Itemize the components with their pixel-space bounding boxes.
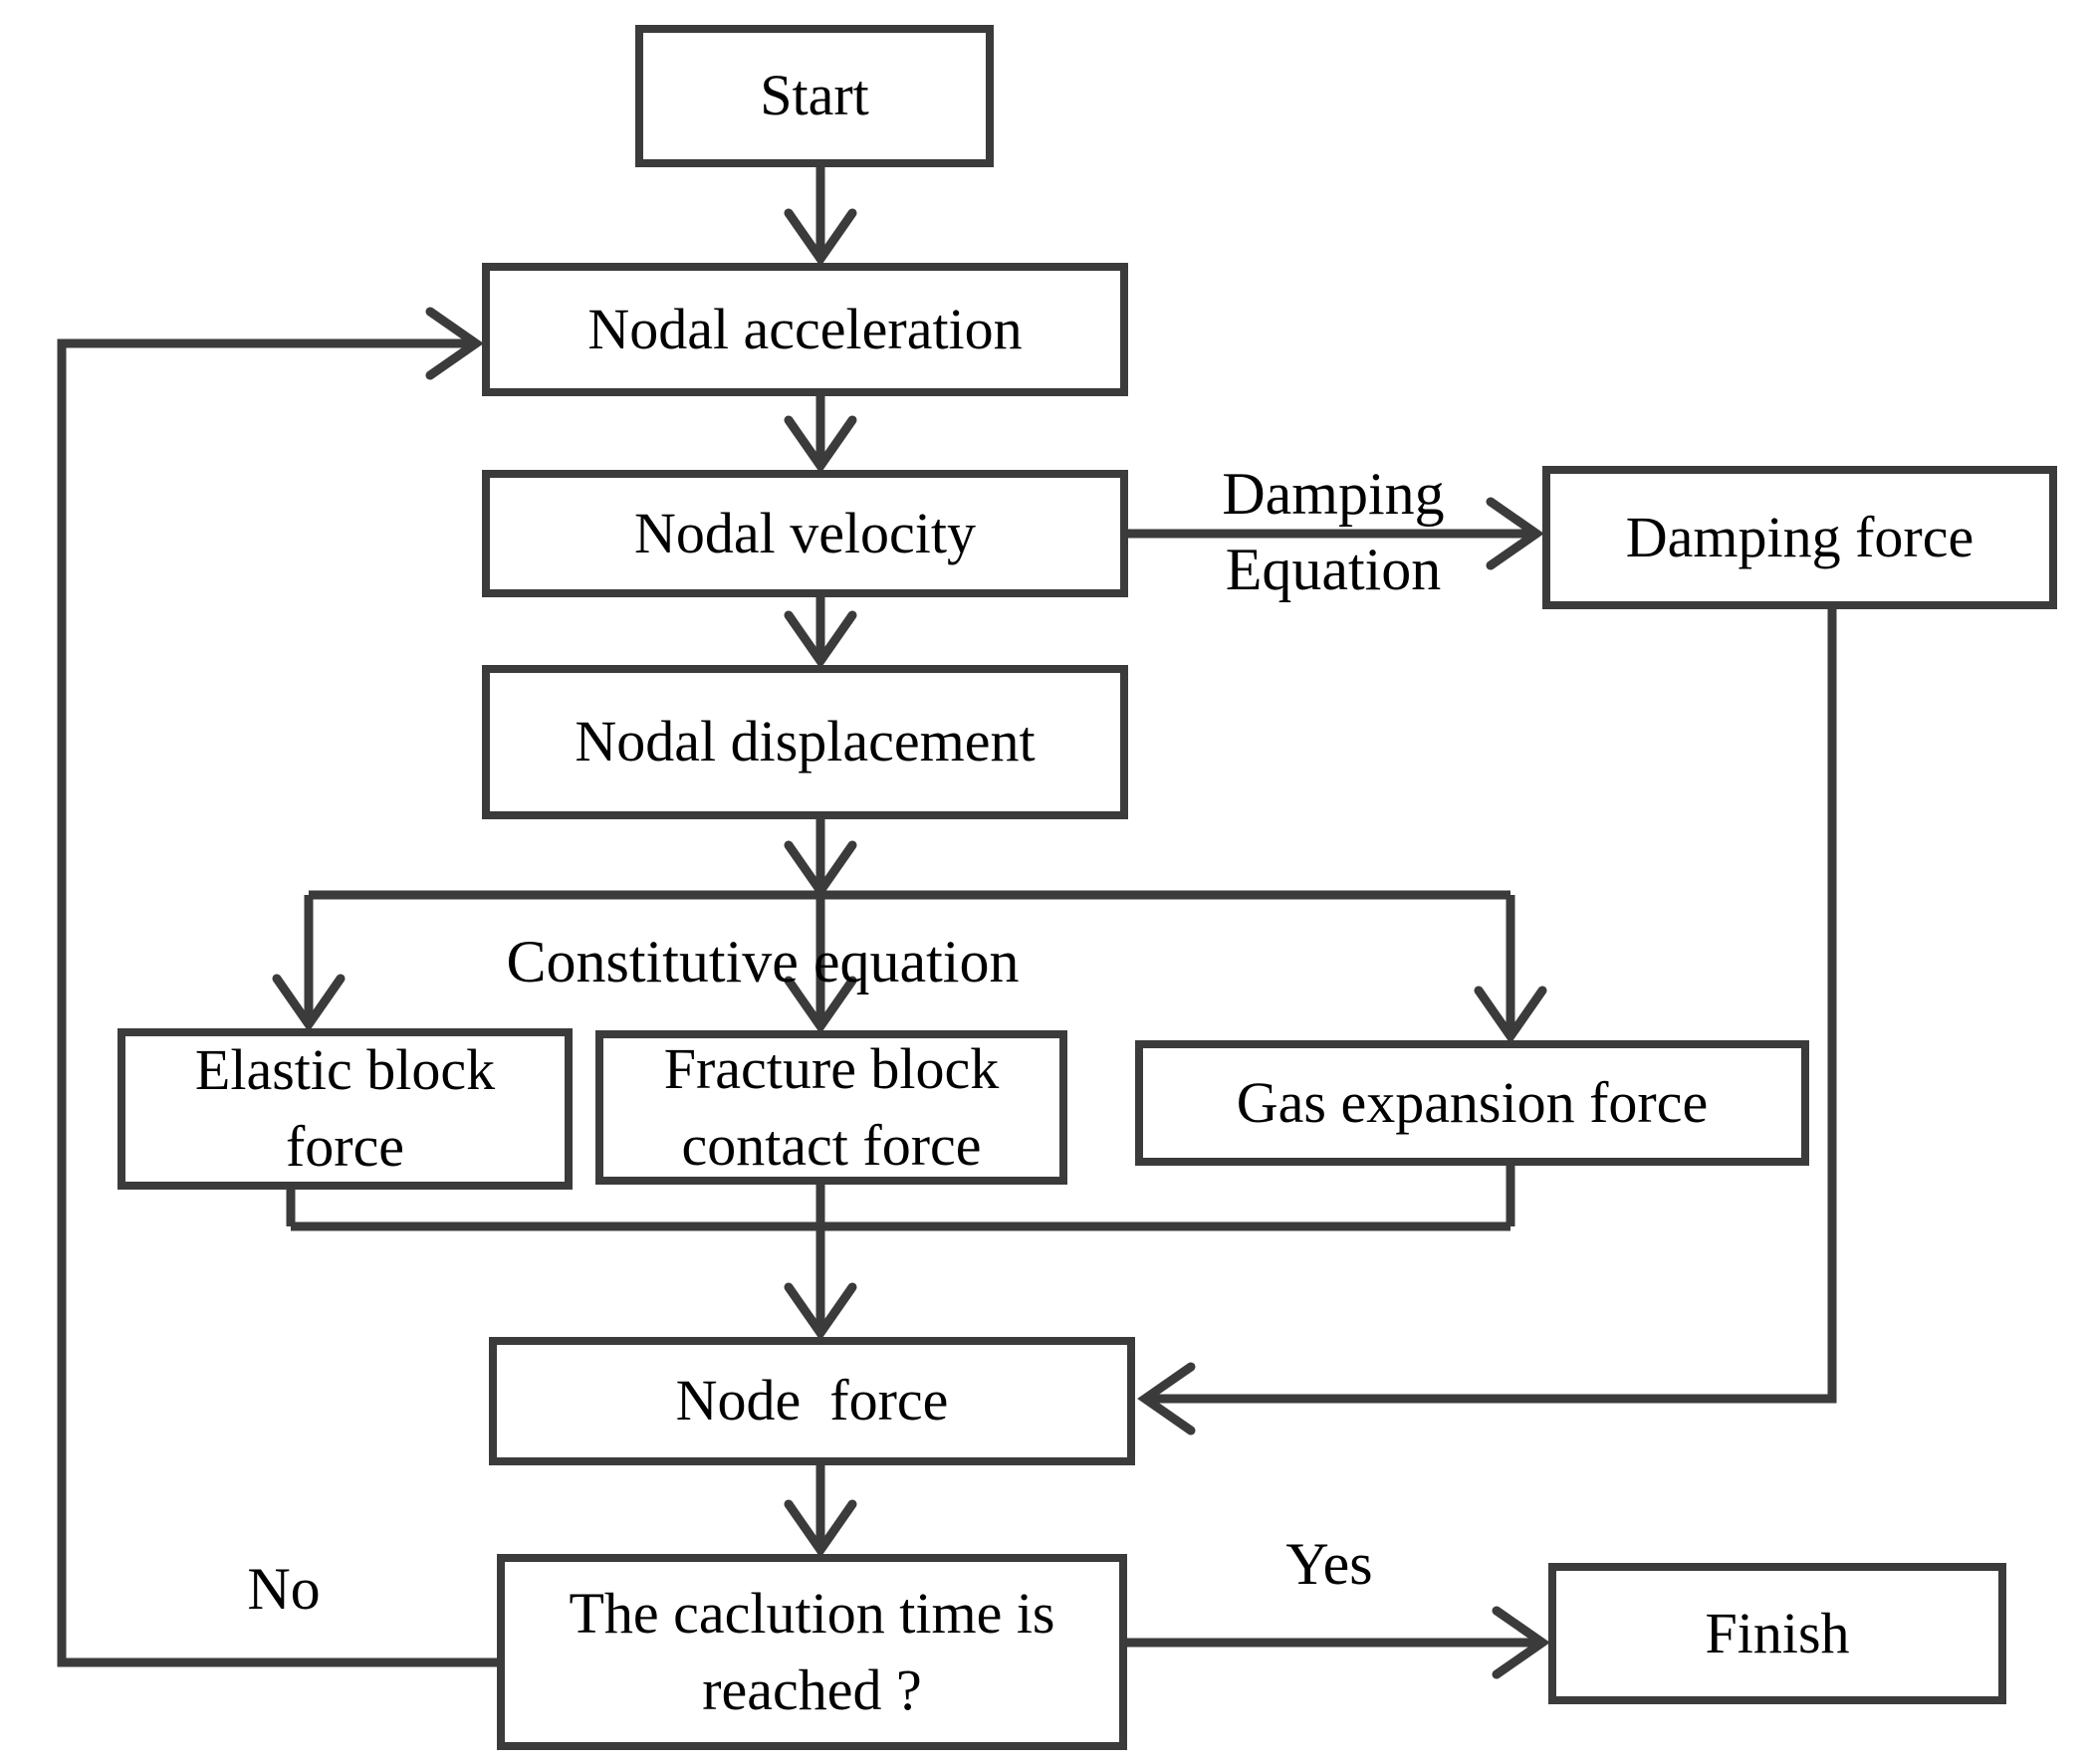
node-damping-force: Damping force bbox=[1542, 466, 2057, 609]
node-nodal-velocity: Nodal velocity bbox=[482, 470, 1128, 597]
node-nodal-acceleration: Nodal acceleration bbox=[482, 263, 1128, 396]
edge-label-damping-equation: Damping Equation bbox=[1222, 461, 1445, 602]
node-elastic-block-force: Elastic block force bbox=[117, 1028, 573, 1190]
connector-decision-no-loop bbox=[57, 307, 497, 1667]
node-nodal-displacement: Nodal displacement bbox=[482, 665, 1128, 819]
node-finish: Finish bbox=[1548, 1563, 2006, 1704]
node-decision-calculation-time: The caclution time is reached ? bbox=[497, 1554, 1127, 1750]
edge-label-yes: Yes bbox=[1285, 1531, 1373, 1597]
edge-label-no: No bbox=[247, 1556, 321, 1622]
connector-damping-to-node-force bbox=[1137, 609, 1837, 1435]
node-fracture-block-contact-force: Fracture block contact force bbox=[595, 1030, 1067, 1185]
node-gas-expansion-force: Gas expansion force bbox=[1135, 1040, 1809, 1166]
edge-label-constitutive-equation: Constitutive equation bbox=[506, 929, 1020, 994]
node-start: Start bbox=[635, 25, 994, 167]
node-node-force: Node force bbox=[489, 1337, 1135, 1465]
